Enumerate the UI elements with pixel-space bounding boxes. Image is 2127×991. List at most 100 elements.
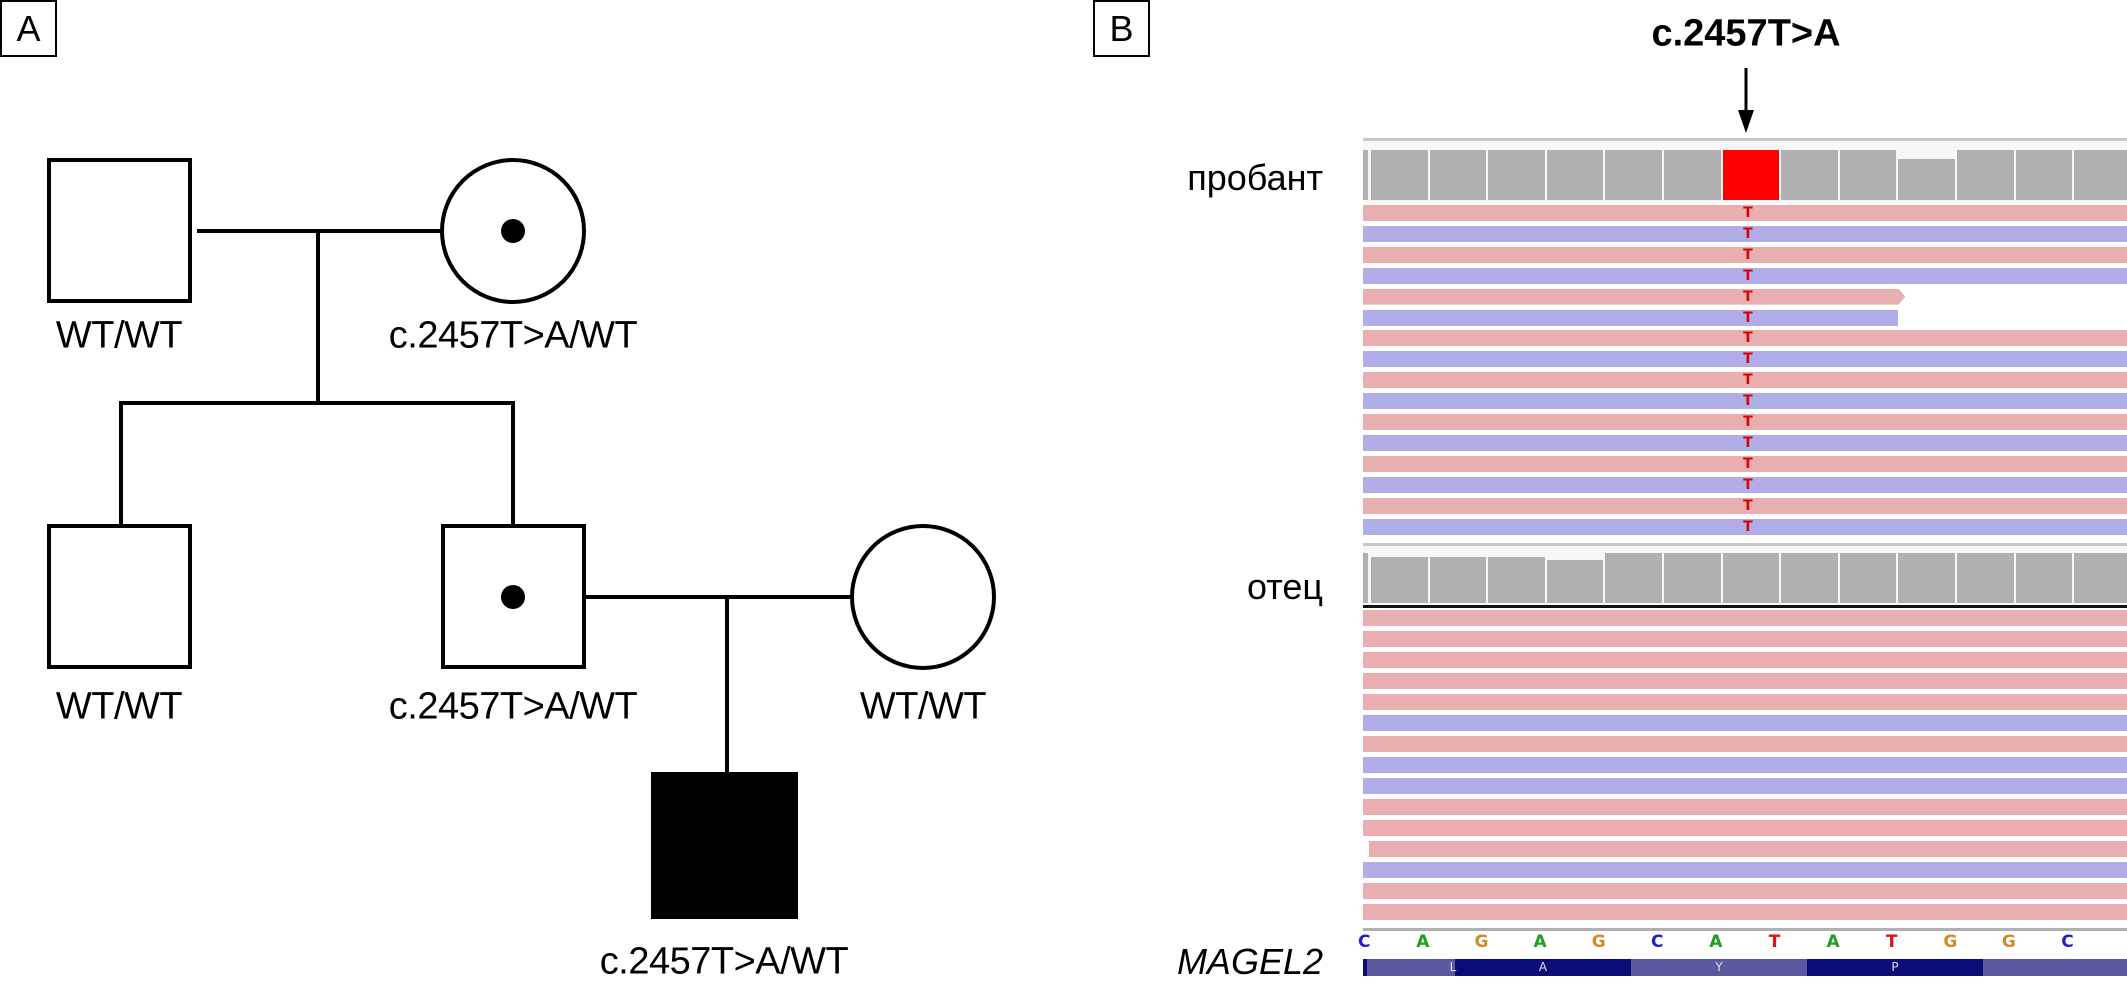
mismatch-base: T: [1743, 455, 1753, 472]
aligned-read: [1363, 309, 1899, 326]
aligned-read: [1363, 414, 2127, 430]
mismatch-base: T: [1743, 497, 1753, 514]
mismatch-base: T: [1743, 393, 1753, 410]
reference-base: G: [1591, 932, 1606, 952]
panel-b-label: B: [1109, 7, 1134, 49]
aligned-read: [1363, 351, 2127, 368]
aligned-read: [1363, 736, 2127, 752]
pedigree-grandfather: [47, 158, 192, 303]
aligned-read: [1363, 778, 2127, 794]
pedigree-mother: [850, 524, 996, 670]
amino-acid-label: Y: [1715, 960, 1723, 974]
coverage-bar: [1722, 553, 1780, 603]
coverage-bar: [1898, 553, 1955, 603]
track-top-border: [1363, 138, 2127, 141]
coverage-track-father: [1363, 546, 2127, 606]
coverage-bar: [1488, 150, 1545, 200]
mismatch-base: T: [1743, 225, 1753, 242]
aligned-read: [1363, 372, 2127, 389]
track-bottom-border: [1363, 928, 2127, 931]
amino-acid-band: [1807, 959, 1983, 976]
genotype-label-uncle: WT/WT: [55, 685, 183, 728]
mismatch-base: T: [1743, 518, 1753, 535]
track-label-proband: пробант: [1187, 157, 1323, 198]
mismatch-base: T: [1743, 330, 1753, 347]
genotype-label-father: c.2457T>A/WT: [388, 685, 638, 728]
pedigree-uncle: [47, 524, 192, 669]
amino-acid-band: [1631, 959, 1807, 976]
aligned-read: [1363, 631, 2127, 647]
amino-acid-band: [1367, 959, 1455, 976]
aligned-read: [1363, 610, 2127, 626]
reads-track-father: [1363, 610, 2127, 926]
coverage-bar: [1429, 556, 1487, 603]
mismatch-base: T: [1743, 288, 1753, 305]
aligned-read: [1363, 757, 2127, 773]
track-label-father: отец: [1247, 566, 1323, 607]
mismatch-base: T: [1743, 267, 1753, 284]
coverage-bar: [2015, 553, 2073, 603]
mismatch-base: T: [1743, 351, 1753, 368]
carrier-dot-grandmother: [501, 219, 525, 243]
genotype-label-mother: WT/WT: [859, 685, 987, 728]
coverage-bar: [1371, 556, 1428, 603]
aligned-read: [1363, 673, 2127, 689]
gene-label: MAGEL2: [1176, 941, 1323, 982]
amino-acid-band: [1983, 959, 2127, 976]
coverage-bar: [2074, 553, 2127, 603]
coverage-bar: [1839, 150, 1897, 200]
coverage-bar: [1839, 553, 1897, 603]
aligned-read: [1363, 393, 2127, 410]
amino-acid-label: P: [1891, 960, 1899, 974]
reference-base: C: [1651, 932, 1664, 952]
coverage-bar: [1664, 150, 1721, 200]
coverage-bar: [1363, 150, 1368, 200]
coverage-bar: [2015, 150, 2073, 200]
amino-acid-label: L: [1449, 960, 1457, 974]
coverage-baseline-father: [1363, 605, 2127, 608]
aligned-read: [1363, 205, 2127, 221]
aligned-read: [1363, 862, 2127, 878]
aligned-read: [1363, 225, 2127, 242]
mismatch-base: T: [1743, 246, 1753, 263]
aligned-read: [1363, 476, 2127, 493]
coverage-bar: [1664, 553, 1721, 603]
reference-base: G: [2001, 932, 2016, 952]
genotype-label-proband: c.2457T>A/WT: [599, 940, 849, 983]
coverage-bar: [1957, 150, 2014, 200]
genotype-label-grandmother: c.2457T>A/WT: [388, 314, 638, 357]
coverage-bar: [1781, 150, 1838, 200]
mismatch-base: T: [1743, 476, 1753, 493]
reference-base: G: [1474, 932, 1489, 952]
coverage-bar: [1429, 150, 1487, 200]
reference-base: G: [1943, 932, 1958, 952]
aligned-read: [1363, 497, 2127, 514]
coverage-bar: [1722, 150, 1780, 200]
amino-acid-band-edge: [1363, 959, 1367, 976]
coverage-track-proband: [1363, 141, 2127, 203]
aligned-read: [1363, 904, 2127, 920]
genotype-label-grandfather: WT/WT: [55, 314, 183, 357]
coverage-bar: [1546, 560, 1604, 603]
reference-base: A: [1709, 932, 1723, 952]
panel-a-tag: A: [0, 0, 57, 57]
coverage-bar: [1371, 150, 1428, 200]
panel-b-tag: B: [1093, 0, 1150, 57]
panel-a-label: A: [16, 7, 41, 49]
aligned-read: [1363, 820, 2127, 836]
coverage-bar: [1363, 553, 1368, 603]
mismatch-base: T: [1743, 434, 1753, 451]
aligned-read: [1363, 330, 2127, 347]
coverage-bar: [1546, 150, 1604, 200]
aligned-read: [1363, 694, 2127, 710]
aligned-read: [1363, 883, 2127, 899]
reference-base: A: [1826, 932, 1840, 952]
track-separator: [1363, 543, 2127, 546]
amino-acid-band: [1455, 959, 1631, 976]
amino-acid-label: A: [1538, 960, 1548, 974]
reference-base: A: [1416, 932, 1430, 952]
coverage-bar: [1488, 556, 1545, 603]
